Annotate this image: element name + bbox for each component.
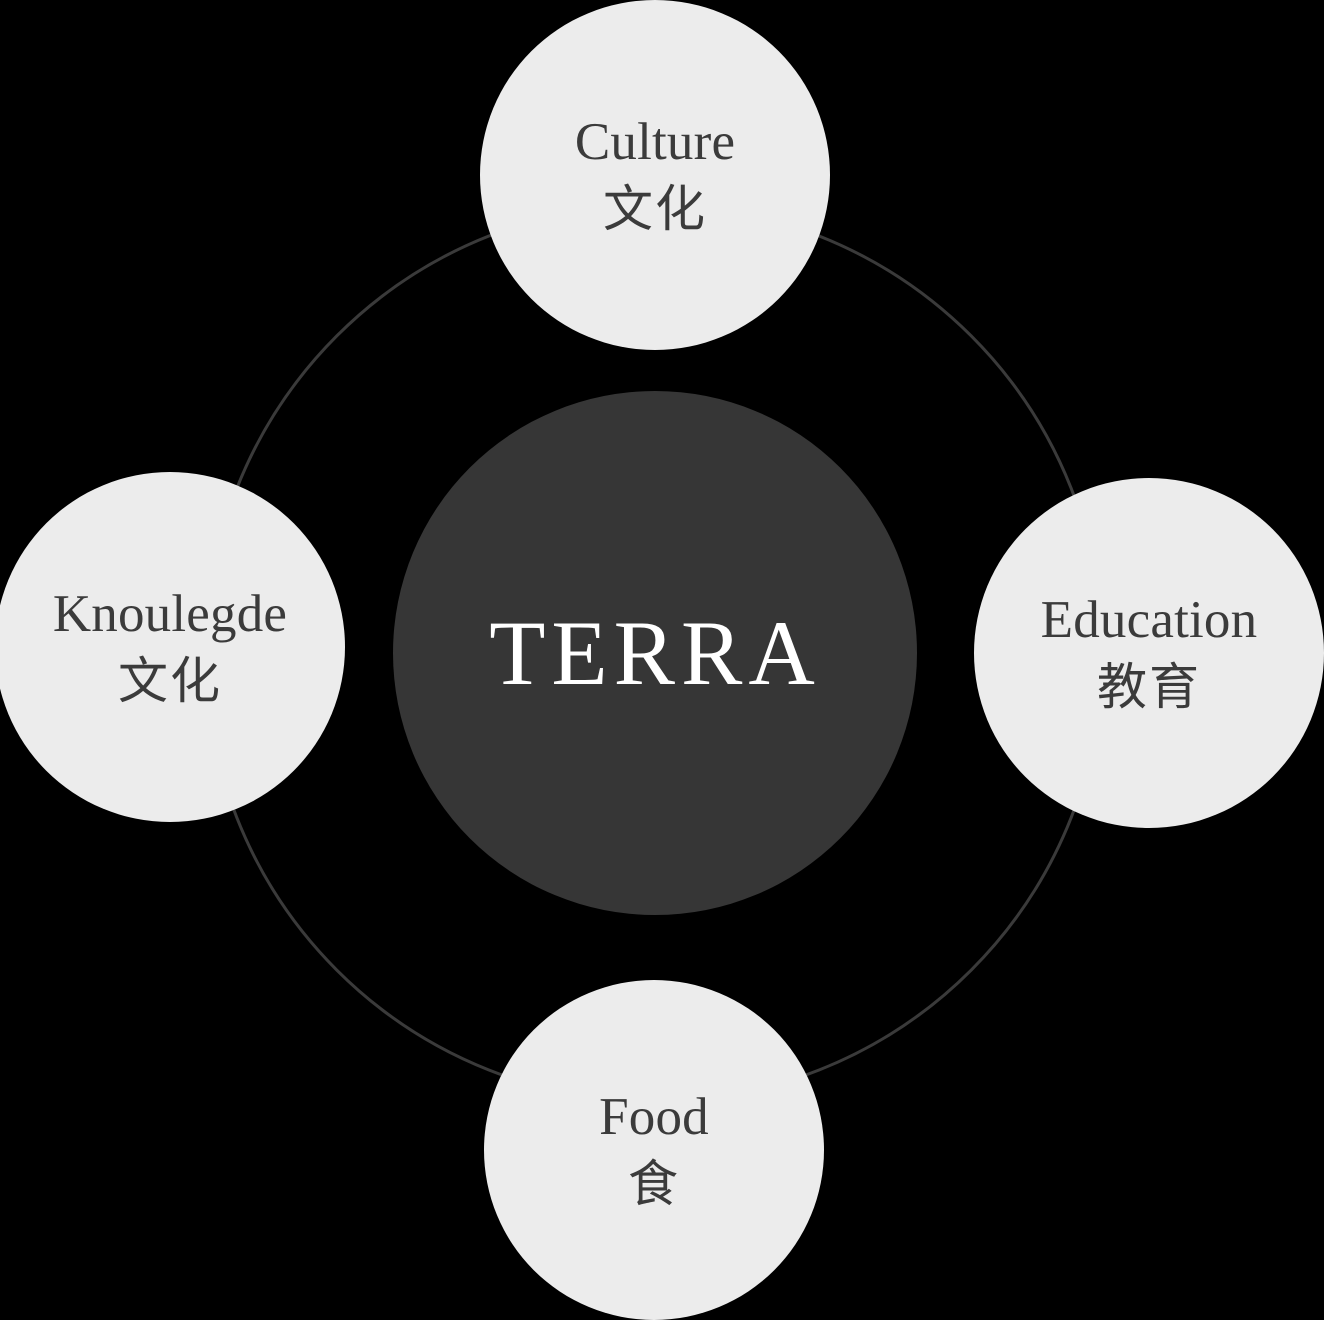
node-core-terra[interactable]: TERRA xyxy=(393,391,917,915)
core-title: TERRA xyxy=(489,601,821,704)
node-culture-label-en: Culture xyxy=(574,113,736,172)
node-culture-label-ja: 文化 xyxy=(603,179,707,238)
node-food-label-ja: 食 xyxy=(628,1154,680,1213)
node-food-label-en: Food xyxy=(599,1088,709,1147)
node-knowledge[interactable]: Knoulegde 文化 xyxy=(0,472,345,822)
node-knowledge-label-ja: 文化 xyxy=(118,651,222,710)
node-food[interactable]: Food 食 xyxy=(484,980,824,1320)
node-knowledge-label-en: Knoulegde xyxy=(52,585,288,644)
node-education-label-ja: 教育 xyxy=(1097,657,1201,716)
node-education[interactable]: Education 教育 xyxy=(974,478,1324,828)
node-education-label-en: Education xyxy=(1040,591,1258,650)
node-culture[interactable]: Culture 文化 xyxy=(480,0,830,350)
